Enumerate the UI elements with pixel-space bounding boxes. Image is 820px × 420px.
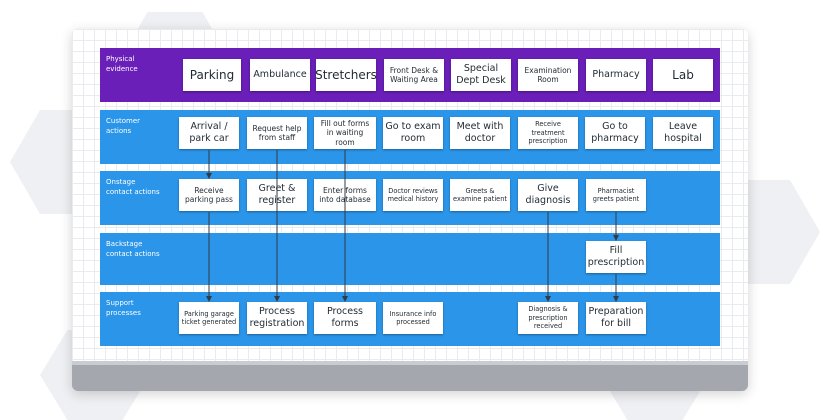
lane-onstage-contact-actions: Onstage contact actions Receive parking … [100, 171, 720, 225]
card-go-to-pharmacy[interactable]: Go to pharmacy [585, 117, 645, 149]
card-arrival[interactable]: Arrival / park car [179, 117, 239, 149]
lane-label: Physical evidence [106, 55, 138, 73]
card-process-forms[interactable]: Process forms [314, 302, 376, 334]
card-parking-garage-ticket[interactable]: Parking garage ticket generated [179, 302, 239, 334]
whiteboard: Physical evidence Parking Ambulance Stre… [72, 29, 748, 391]
card-give-diagnosis[interactable]: Give diagnosis [518, 179, 578, 211]
card-doctor-reviews[interactable]: Doctor reviews medical history [383, 179, 443, 211]
lane-customer-actions: Customer actions Arrival / park car Requ… [100, 110, 720, 164]
card-receive-treatment[interactable]: Receive treatment prescription [518, 117, 578, 149]
lane-label: Onstage contact actions [106, 178, 160, 196]
card-special-dept-desk[interactable]: Special Dept Desk [451, 59, 511, 91]
board-footer-bar [72, 361, 748, 391]
card-ambulance[interactable]: Ambulance [250, 59, 310, 91]
card-receive-parking-pass[interactable]: Receive parking pass [179, 179, 239, 211]
card-preparation-for-bill[interactable]: Preparation for bill [586, 302, 646, 334]
lane-label: Customer actions [106, 117, 141, 135]
card-meet-with-doctor[interactable]: Meet with doctor [450, 117, 510, 149]
lane-physical-evidence: Physical evidence Parking Ambulance Stre… [100, 48, 720, 102]
card-go-to-exam-room[interactable]: Go to exam room [383, 117, 443, 149]
card-pharmacist-greets[interactable]: Pharmacist greets patient [586, 179, 646, 211]
card-process-registration[interactable]: Process registration [247, 302, 307, 334]
card-pharmacy[interactable]: Pharmacy [586, 59, 646, 91]
lane-label: Support processes [106, 299, 141, 317]
card-examination-room[interactable]: Examination Room [518, 59, 578, 91]
card-lab[interactable]: Lab [653, 59, 713, 91]
card-front-desk[interactable]: Front Desk & Waiting Area [384, 59, 444, 91]
card-leave-hospital[interactable]: Leave hospital [653, 117, 713, 149]
card-fill-prescription[interactable]: Fill prescription [586, 241, 646, 273]
card-fill-out-forms[interactable]: Fill out forms in waiting room [314, 117, 376, 149]
lane-support-processes: Support processes Parking garage ticket … [100, 292, 720, 346]
card-enter-forms[interactable]: Enter forms into database [314, 179, 376, 211]
lane-label: Backstage contact actions [106, 240, 160, 258]
lane-backstage-contact-actions: Backstage contact actions Fill prescript… [100, 233, 720, 285]
card-parking[interactable]: Parking [183, 59, 241, 91]
card-diagnosis-prescription-received[interactable]: Diagnosis & prescription received [518, 302, 578, 334]
card-greet-register[interactable]: Greet & register [247, 179, 307, 211]
card-insurance-info[interactable]: Insurance info processed [383, 302, 443, 334]
card-request-help[interactable]: Request help from staff [247, 117, 307, 149]
card-stretchers[interactable]: Stretchers [315, 59, 377, 91]
card-greets-examine[interactable]: Greets & examine patient [450, 179, 510, 211]
